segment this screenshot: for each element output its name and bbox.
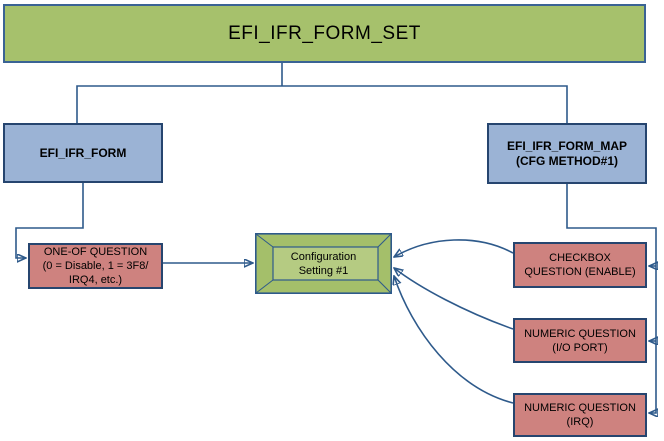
node-label: EFI_IFR_FORM_SET: [228, 23, 421, 44]
node-checkbox-question: CHECKBOX QUESTION (ENABLE): [513, 242, 647, 288]
edge-numeric-irq-to-config: [394, 276, 514, 404]
config-3d-frame: [255, 233, 392, 294]
node-label-line1: CHECKBOX: [549, 252, 611, 264]
node-label: EFI_IFR_FORM: [39, 145, 127, 160]
node-label-line2: (0 = Disable, 1 = 3F8/: [42, 260, 149, 272]
node-label-line3: IRQ4, etc.): [68, 274, 123, 286]
node-one-of-question: ONE-OF QUESTION (0 = Disable, 1 = 3F8/ I…: [28, 243, 163, 289]
node-configuration-setting: Configuration Setting #1: [255, 233, 392, 294]
node-efi-ifr-form-set: EFI_IFR_FORM_SET: [3, 4, 646, 63]
node-label-line2: (CFG METHOD#1): [516, 153, 618, 168]
node-label-line2: (IRQ): [566, 416, 594, 428]
node-label-line2: Setting #1: [298, 264, 349, 277]
node-numeric-question-io-port: NUMERIC QUESTION (I/O PORT): [513, 318, 647, 363]
edge-formmap-to-irq: [566, 184, 656, 413]
node-efi-ifr-form-map: EFI_IFR_FORM_MAP (CFG METHOD#1): [487, 123, 647, 184]
node-label-line2: QUESTION (ENABLE): [524, 266, 636, 278]
edge-checkbox-to-config: [394, 239, 514, 257]
node-efi-ifr-form: EFI_IFR_FORM: [3, 123, 163, 183]
node-label-line1: Configuration: [290, 250, 357, 263]
node-label-line1: ONE-OF QUESTION: [43, 246, 148, 258]
node-label: Configuration Setting #1: [291, 250, 356, 278]
edge-formset-split-bar: [76, 85, 568, 123]
node-label-line1: NUMERIC QUESTION: [524, 402, 636, 414]
node-label-line1: NUMERIC QUESTION: [524, 327, 636, 340]
node-numeric-question-irq: NUMERIC QUESTION (IRQ): [513, 393, 647, 437]
node-label-line1: EFI_IFR_FORM_MAP: [506, 138, 627, 153]
edge-numeric-io-to-config: [394, 268, 514, 330]
node-label-line2: (I/O PORT): [552, 341, 608, 354]
edge-form-to-oneof: [15, 183, 84, 258]
